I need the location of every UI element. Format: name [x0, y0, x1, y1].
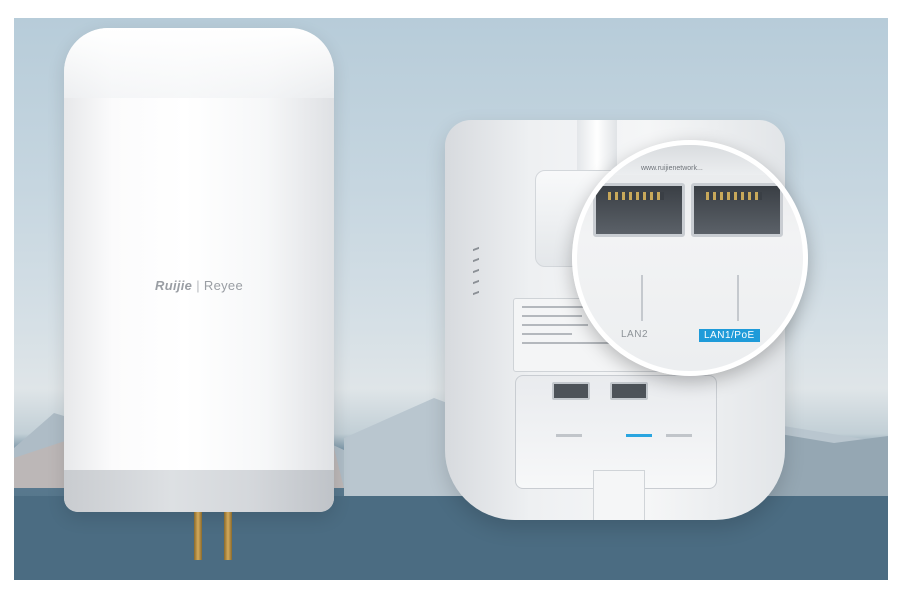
cable-cover-tab [593, 470, 645, 520]
front-device-cap [64, 28, 334, 98]
rj45-port-lan2 [593, 183, 685, 237]
front-device: Ruijie|Reyee [64, 28, 334, 512]
zoom-top-strip [577, 145, 803, 175]
brand-reyee: Reyee [203, 278, 243, 293]
brand-logo: Ruijie|Reyee [64, 278, 334, 293]
port-label-lan1-poe: LAN1/PoE [699, 329, 760, 342]
port-lan1-small [610, 382, 648, 400]
brand-ruijie: Ruijie [155, 278, 193, 293]
port-groove [737, 275, 739, 321]
port-lan2-small [552, 382, 590, 400]
label-mark [666, 434, 692, 437]
zoom-url-text: www.ruijienetwork... [641, 165, 703, 172]
label-mark [556, 434, 582, 437]
brand-separator: | [196, 278, 200, 293]
vent-slots [473, 246, 479, 303]
port-zoom-inset: www.ruijienetwork... LAN2 LAN1/PoE [572, 140, 808, 376]
rj45-port-lan1-poe [691, 183, 783, 237]
connector-pin-right [224, 512, 232, 560]
port-groove [641, 275, 643, 321]
port-label-lan2: LAN2 [621, 329, 649, 340]
connector-pin-left [194, 512, 202, 560]
poe-label-mark [626, 434, 652, 437]
front-device-base [64, 470, 334, 512]
